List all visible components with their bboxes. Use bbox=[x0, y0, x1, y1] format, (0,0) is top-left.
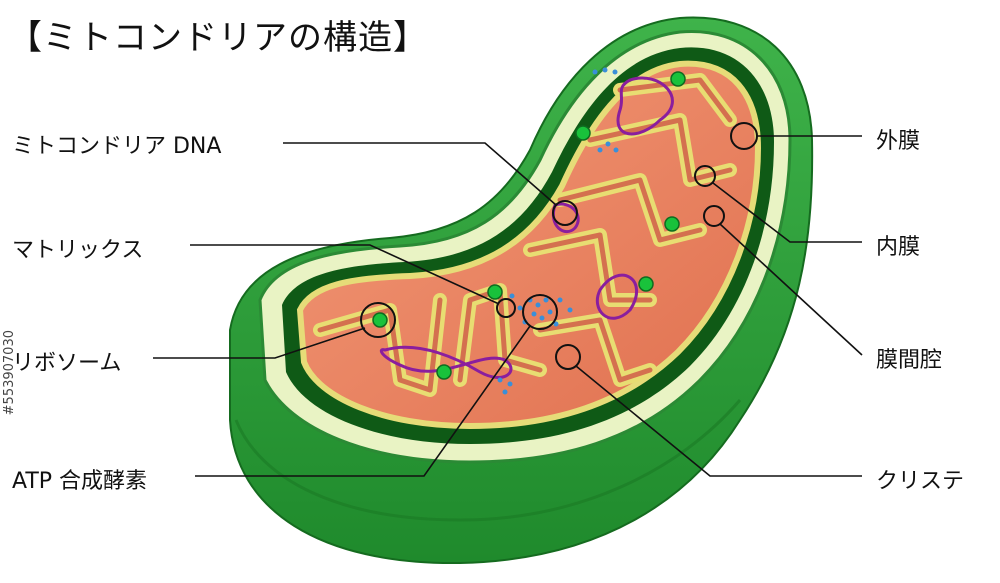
page-title: 【ミトコンドリアの構造】 bbox=[8, 10, 428, 59]
label-mitochondrial-dna: ミトコンドリア DNA bbox=[12, 128, 221, 160]
label-outer-membrane: 外膜 bbox=[876, 123, 920, 155]
stock-id-watermark: #553907030 bbox=[2, 330, 17, 415]
label-intermembrane-space: 膜間腔 bbox=[876, 342, 942, 374]
label-ribosome: リボソーム bbox=[12, 345, 121, 377]
label-cristae: クリステ bbox=[876, 463, 964, 495]
label-matrix: マトリックス bbox=[12, 232, 143, 264]
label-atp-synthase: ATP 合成酵素 bbox=[12, 463, 147, 495]
label-inner-membrane: 内膜 bbox=[876, 229, 920, 261]
